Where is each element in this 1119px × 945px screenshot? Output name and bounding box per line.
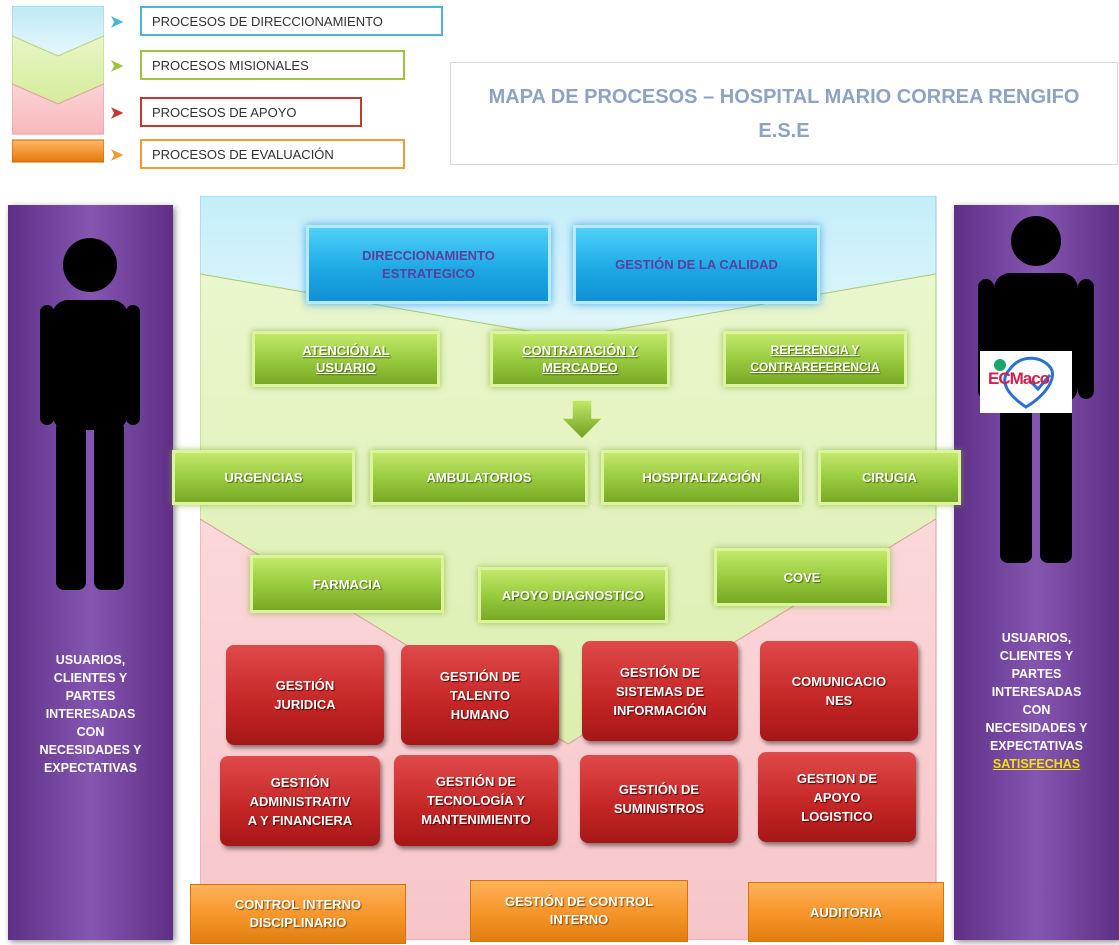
ambulatorios-box: AMBULATORIOS [370, 450, 588, 505]
cirugia-box: CIRUGIA [818, 450, 961, 505]
logo-text: ECMaco [988, 369, 1050, 388]
arrow-down-icon [560, 400, 604, 440]
urgencias-box: URGENCIAS [172, 450, 355, 505]
logo-graphic [994, 356, 1054, 409]
legend-label-misionales: PROCESOS MISIONALES [140, 50, 405, 80]
atencion-usuario-box: ATENCIÓN AL USUARIO [252, 331, 440, 387]
arrow-icon: ➤ [110, 147, 124, 164]
contratacion-mercadeo-box: CONTRATACIÓN Y MERCADEO [490, 331, 670, 387]
legend-label-direccionamiento: PROCESOS DE DIRECCIONAMIENTO [140, 6, 443, 36]
title-line-1: MAPA DE PROCESOS – HOSPITAL MARIO CORREA… [488, 85, 1080, 108]
legend-swatch-evaluacion [12, 139, 104, 163]
right-panel-text: USUARIOS, CLIENTES Y PARTES INTERESADAS … [954, 629, 1119, 773]
person-icon [40, 238, 140, 590]
cove-box: COVE [714, 548, 890, 606]
legend-label-evaluacion: PROCESOS DE EVALUACIÓN [140, 139, 405, 169]
satisfechas-label: SATISFECHAS [992, 757, 1081, 771]
left-panel-text: USUARIOS, CLIENTES Y PARTES INTERESADAS … [39, 653, 142, 775]
arrow-icon: ➤ [110, 58, 124, 75]
title-line-2: E.S.E [758, 119, 810, 142]
gestion-calidad-box: GESTIÓN DE LA CALIDAD [573, 225, 820, 304]
page-title: MAPA DE PROCESOS – HOSPITAL MARIO CORREA… [450, 62, 1118, 165]
arrow-icon: ➤ [110, 14, 124, 31]
apoyo-diagnostico-box: APOYO DIAGNOSTICO [478, 567, 668, 623]
arrow-icon: ➤ [110, 105, 124, 122]
direccionamiento-estrategico-box: DIRECCIONAMIENTO ESTRATEGICO [306, 225, 551, 304]
legend-swatch-misionales [12, 35, 104, 105]
left-panel-users: USUARIOS, CLIENTES Y PARTES INTERESADAS … [8, 205, 173, 940]
legend-swatches [12, 6, 104, 163]
legend-swatch-apoyo [12, 83, 104, 135]
referencia-contrareferencia-box: REFERENCIA Y CONTRAREFERENCIA [723, 331, 907, 387]
farmacia-box: FARMACIA [250, 555, 444, 613]
auditoria-box: AUDITORIA [748, 882, 944, 942]
right-panel-users: ECMaco USUARIOS, CLIENTES Y PARTES INTER… [954, 205, 1119, 940]
hospitalizacion-box: HOSPITALIZACIÓN [601, 450, 802, 505]
legend-label-apoyo: PROCESOS DE APOYO [140, 97, 362, 127]
hospital-logo: ECMaco [980, 351, 1072, 413]
